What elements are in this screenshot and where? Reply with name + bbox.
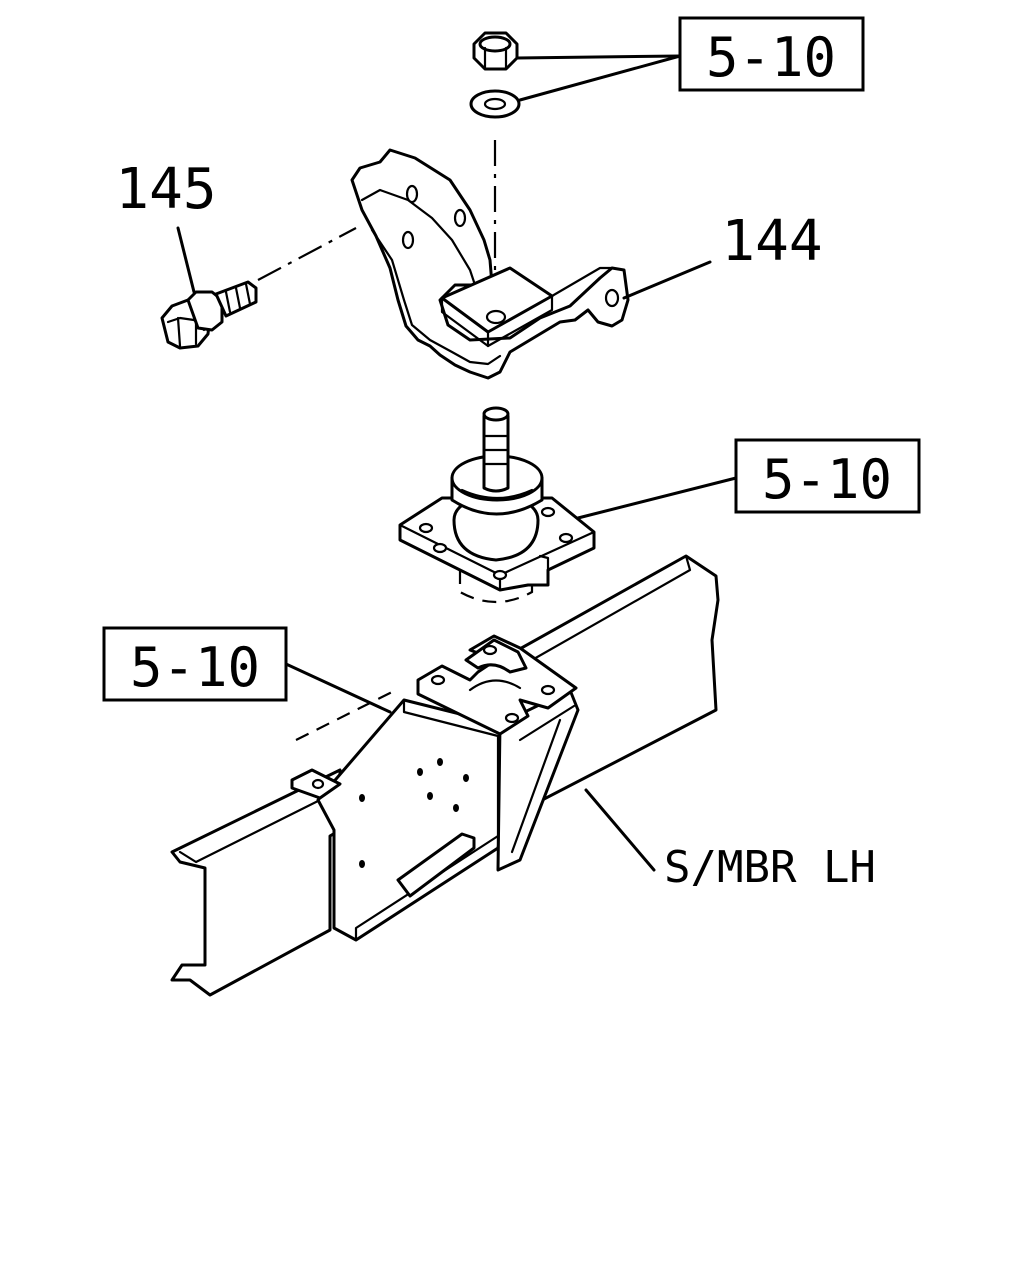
leader-144 bbox=[622, 260, 712, 300]
ref-box-mid: 5-10 bbox=[734, 438, 921, 514]
leader-side-member bbox=[584, 788, 656, 872]
ref-box-left: 5-10 bbox=[102, 626, 288, 702]
leader-washer bbox=[518, 54, 682, 102]
rubber-mount bbox=[398, 406, 596, 603]
leader-145 bbox=[176, 226, 196, 294]
leader-mount bbox=[576, 476, 738, 520]
flange-nut bbox=[472, 31, 519, 71]
leader-nut bbox=[515, 54, 682, 60]
leader-frame-bracket bbox=[284, 662, 392, 714]
ref-label-left: 5-10 bbox=[130, 636, 260, 699]
callout-145: 145 bbox=[115, 157, 216, 222]
frame-bracket bbox=[290, 634, 580, 942]
washer bbox=[469, 89, 521, 119]
ref-box-top: 5-10 bbox=[678, 16, 865, 92]
ref-label-mid: 5-10 bbox=[762, 448, 892, 511]
label-side-member: S/MBR LH bbox=[664, 842, 876, 893]
callout-144: 144 bbox=[721, 209, 822, 274]
bolt bbox=[160, 280, 258, 350]
ref-label-top: 5-10 bbox=[706, 26, 836, 89]
mounting-bracket bbox=[350, 148, 630, 380]
center-line-bolt bbox=[257, 227, 357, 281]
